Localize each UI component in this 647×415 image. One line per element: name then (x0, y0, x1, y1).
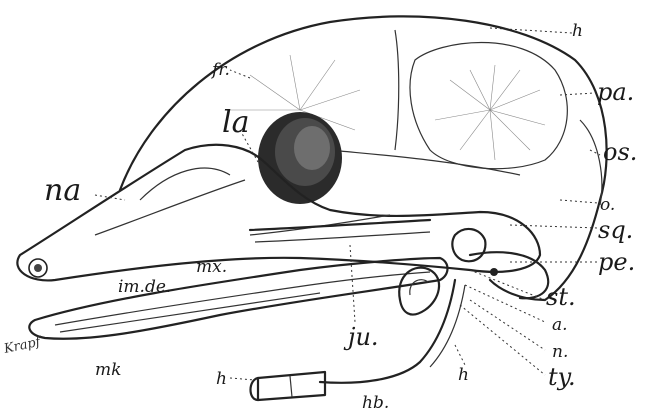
label-lacrimal: la (222, 105, 249, 140)
orbit-drawing (258, 112, 342, 204)
label-occipital-supra: os. (603, 138, 637, 166)
label-h-top: h (572, 21, 583, 41)
label-maxilla: mx. (196, 257, 227, 277)
label-im-de: im.de. (118, 277, 171, 297)
label-stapes: st. (546, 283, 576, 311)
label-jugal: ju. (343, 323, 379, 351)
parietal-hatching (435, 65, 545, 160)
label-n: n. (552, 342, 568, 362)
label-frontal: fr. (210, 60, 230, 80)
label-o: o. (600, 195, 615, 215)
label-h-left: h (216, 369, 227, 389)
artist-signature: Krapf (2, 334, 44, 357)
label-a: a. (552, 315, 568, 335)
label-h-bottom: h (458, 365, 469, 385)
mandible-drawing (29, 258, 447, 339)
label-hyobranchial: hb. (362, 393, 389, 413)
label-nasal: na (44, 173, 81, 208)
label-tympanic: ty. (548, 363, 576, 391)
cranium-drawing (120, 16, 607, 300)
label-parietal: pa. (597, 78, 634, 106)
label-squamosal: sq. (598, 216, 633, 244)
label-meckel: mk (95, 360, 121, 380)
label-periotic: pe. (598, 248, 635, 276)
